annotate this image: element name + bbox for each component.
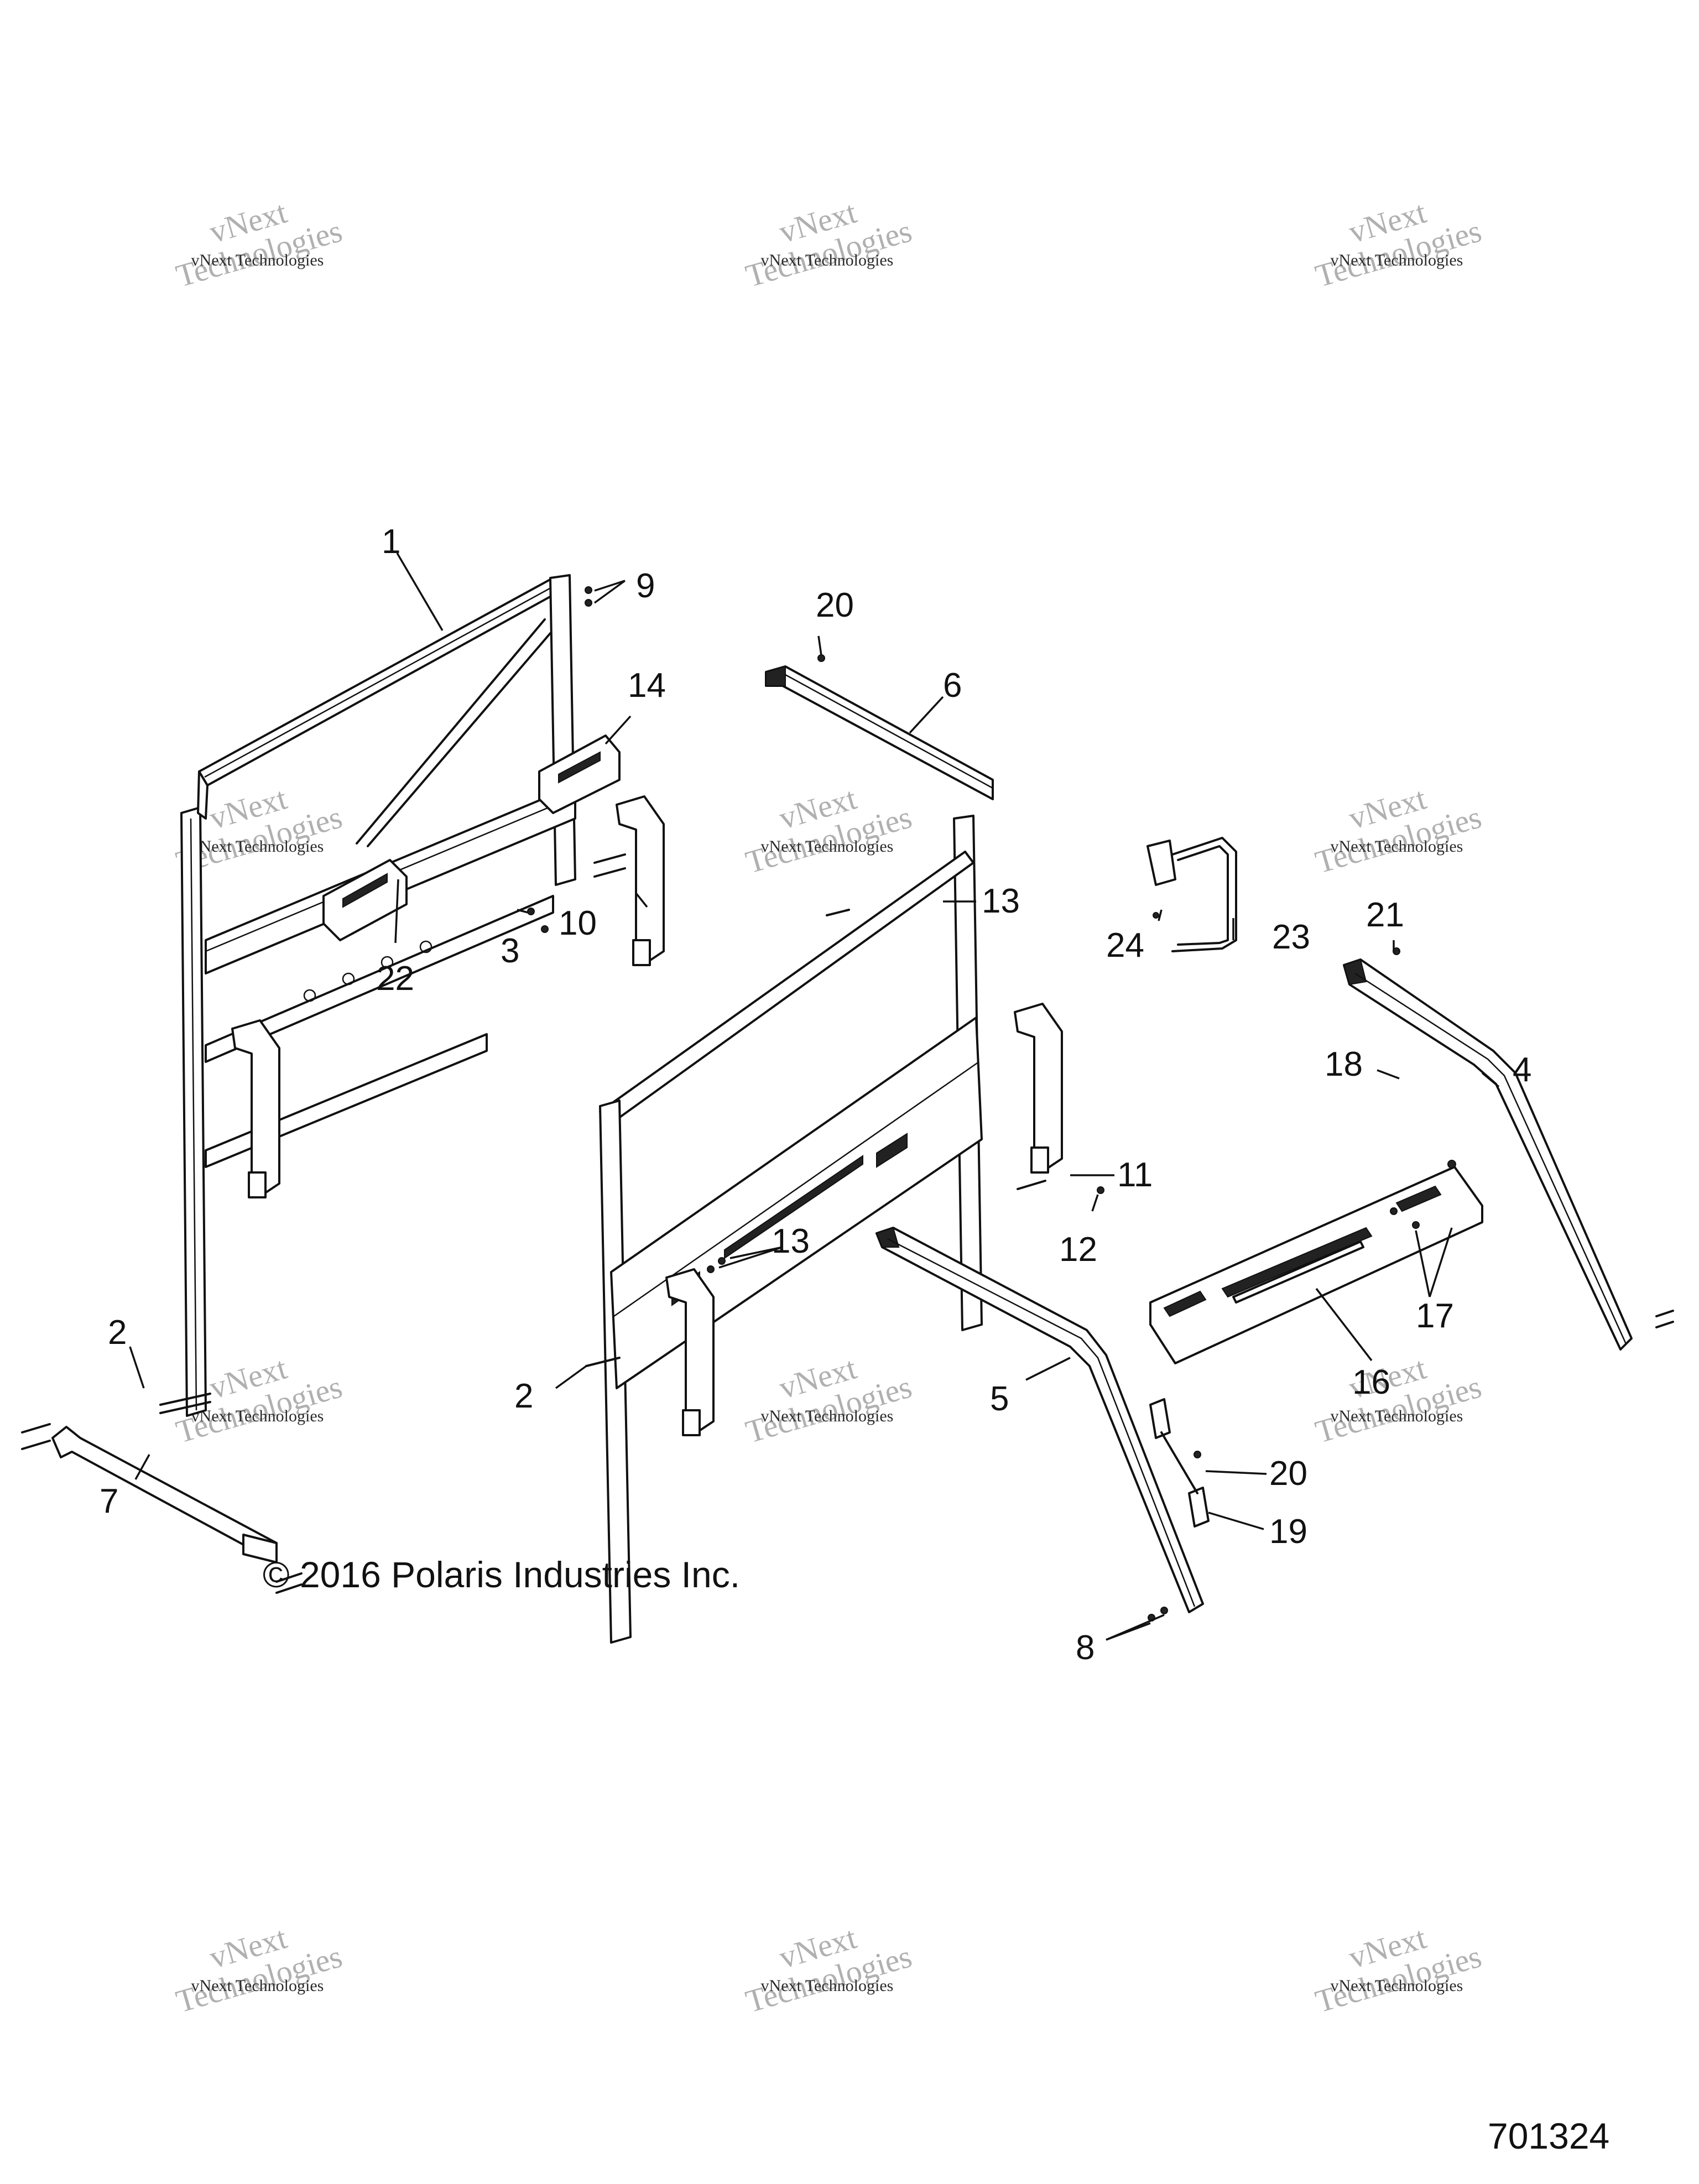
svg-text:vNext Technologies: vNext Technologies — [191, 1977, 324, 1995]
part-10-grab-handle — [616, 795, 665, 966]
callout-5: 5 — [990, 1380, 1009, 1418]
part-11-grab-handle — [1014, 1003, 1063, 1174]
callout-24: 24 — [1106, 926, 1144, 965]
watermark: vNext Technologies vNext Technologies — [1311, 1919, 1485, 2019]
svg-text:vNext Technologies: vNext Technologies — [761, 1977, 894, 1995]
part-19-strap — [1149, 1398, 1210, 1528]
watermark: vNext Technologies vNext Technologies — [742, 194, 915, 294]
svg-text:vNext Technologies: vNext Technologies — [761, 837, 894, 856]
watermark: vNext Technologies vNext Technologies — [742, 1919, 915, 2019]
part-23-bracket-handle — [1146, 837, 1237, 952]
svg-text:vNext Technologies: vNext Technologies — [1331, 1977, 1463, 1995]
grab-handle-rear-left — [665, 1268, 715, 1436]
callout-13: 13 — [772, 1222, 810, 1260]
callout-20: 20 — [1269, 1455, 1307, 1493]
callout-3: 3 — [501, 932, 519, 970]
watermarks: vNext Technologies vNext Technologies vN… — [172, 194, 1485, 2019]
callout-10: 10 — [559, 904, 597, 942]
svg-text:vNext Technologies: vNext Technologies — [1331, 1407, 1463, 1425]
watermark: vNext Technologies vNext Technologies — [1311, 1349, 1485, 1450]
svg-text:vNext Technologies: vNext Technologies — [1331, 837, 1463, 856]
figure-number: 701324 — [1488, 2115, 1609, 2156]
part-16-rear-panel — [1149, 1166, 1483, 1364]
callout-22: 22 — [376, 960, 414, 998]
svg-text:vNext Technologies: vNext Technologies — [191, 251, 324, 269]
callout-15: 14 — [628, 666, 666, 705]
watermark: vNext Technologies vNext Technologies — [742, 780, 915, 880]
callout-8: 8 — [1076, 1629, 1095, 1667]
fasteners — [21, 586, 1674, 1622]
callout-2: 2 — [108, 1313, 127, 1352]
callout-19: 19 — [1269, 1513, 1307, 1551]
callout-18: 18 — [1325, 1045, 1363, 1083]
callout-16: 16 — [1352, 1363, 1390, 1401]
callout-21: 20 — [816, 586, 854, 624]
svg-text:vNext Technologies: vNext Technologies — [761, 1407, 894, 1425]
part-4-side-tube — [1343, 958, 1633, 1351]
svg-text:vNext Technologies: vNext Technologies — [1331, 251, 1463, 269]
watermark: vNext Technologies vNext Technologies — [1311, 780, 1485, 880]
callout-17: 17 — [1416, 1297, 1454, 1335]
svg-text:vNext Technologies: vNext Technologies — [191, 1407, 324, 1425]
watermark: vNext Technologies vNext Technologies — [172, 194, 346, 294]
part-15-light-housing — [538, 734, 621, 814]
callout-9: 9 — [636, 567, 655, 605]
watermark: vNext Technologies vNext Technologies — [1311, 194, 1485, 294]
part-7-lower-tube — [51, 1426, 278, 1563]
callout-4: 4 — [1513, 1051, 1531, 1089]
grab-handle-left — [231, 1019, 280, 1198]
part-22-light-housing — [322, 859, 408, 941]
callout-6: 6 — [943, 666, 962, 705]
part-6-top-tube — [765, 665, 994, 800]
watermark: vNext Technologies vNext Technologies — [172, 1919, 346, 2019]
watermark: vNext Technologies vNext Technologies — [742, 1349, 915, 1450]
callouts: 1 9 20 14 6 13 3 10 22 24 23 21 4 2 18 1… — [100, 523, 1531, 1667]
copyright-text: © 2016 Polaris Industries Inc. — [263, 1554, 740, 1595]
callout-2b: 2 — [514, 1377, 533, 1415]
callout-14: 13 — [982, 882, 1020, 920]
leader-lines — [129, 552, 1500, 1641]
callout-23: 23 — [1272, 918, 1310, 956]
svg-text:vNext Technologies: vNext Technologies — [191, 837, 324, 856]
part-5-front-tube — [875, 1227, 1204, 1613]
callout-1: 1 — [382, 523, 400, 561]
callout-11: 11 — [1117, 1156, 1153, 1194]
callout-21b: 21 — [1366, 896, 1404, 934]
svg-text:vNext Technologies: vNext Technologies — [761, 251, 894, 269]
callout-7: 7 — [100, 1482, 118, 1520]
callout-12: 12 — [1059, 1231, 1097, 1269]
